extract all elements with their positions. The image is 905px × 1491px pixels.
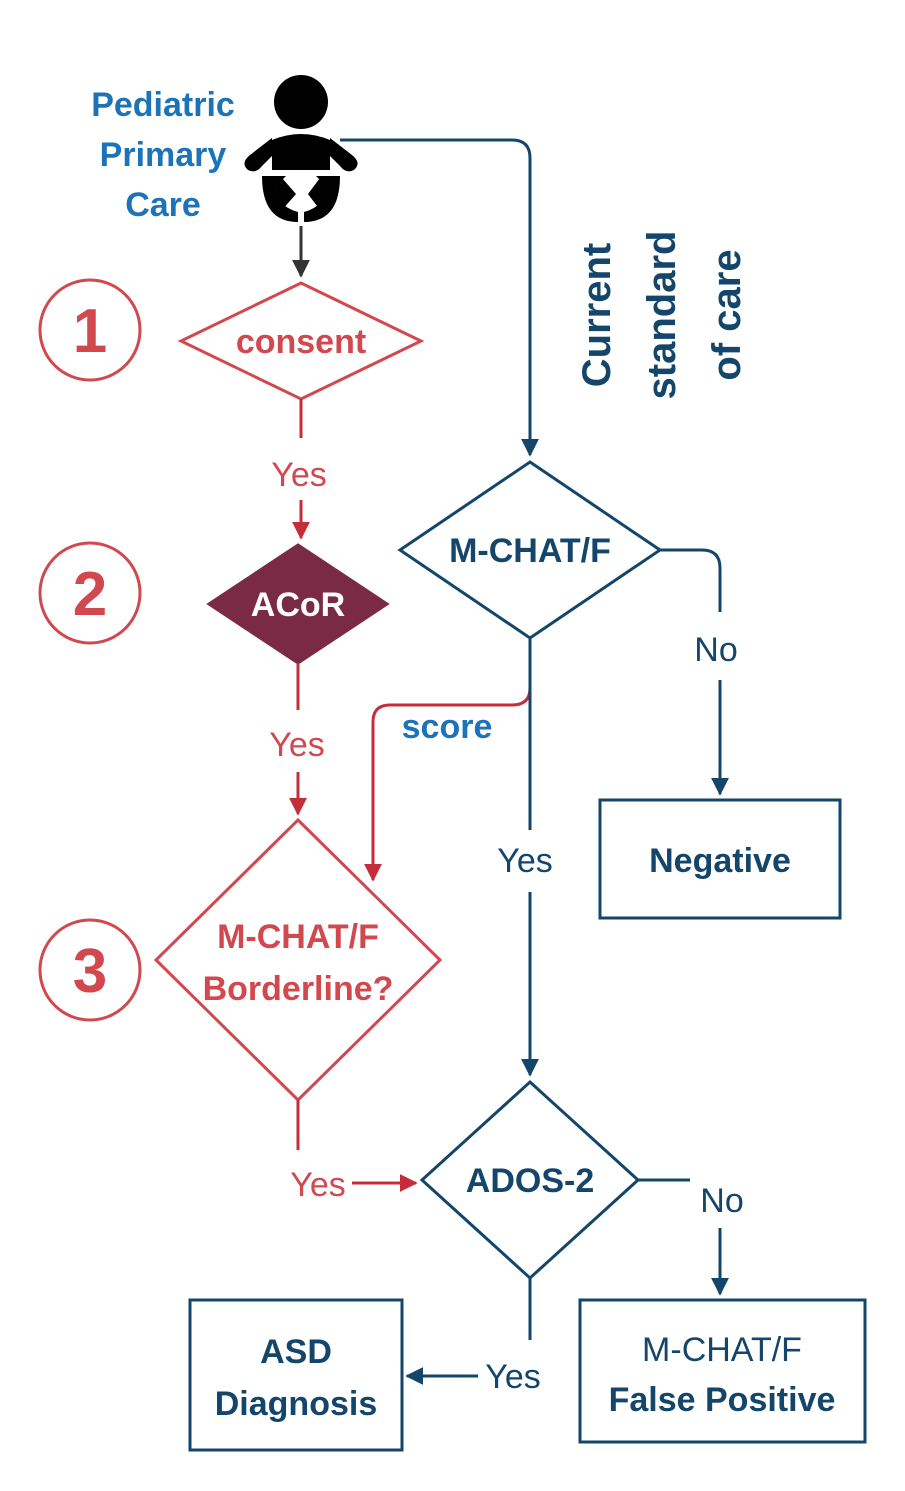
asd-box	[188, 1298, 404, 1452]
step-3-number: 3	[73, 937, 107, 1006]
step-1-number: 1	[73, 297, 107, 366]
edge-consent-yes-label: Yes	[271, 456, 326, 494]
source-label-line1: Pediatric	[91, 86, 235, 124]
ados-label: ADOS-2	[466, 1162, 594, 1200]
false-positive-line1: M-CHAT/F	[642, 1331, 802, 1369]
negative-box	[598, 798, 842, 920]
standard-label-line2: standard	[640, 231, 684, 400]
borderline-label-line2: Borderline?	[203, 970, 394, 1008]
negative-label: Negative	[649, 842, 791, 880]
edge-mchat-yes-label: Yes	[497, 842, 552, 880]
asd-label-line2: Diagnosis	[215, 1385, 377, 1423]
standard-label-line3: of care	[705, 249, 749, 380]
edge-score-label: score	[402, 708, 493, 746]
step-2-badge: 2	[38, 541, 142, 645]
edge-mchat-no-label: No	[694, 631, 737, 669]
step-2-number: 2	[73, 560, 107, 629]
edge-ados-no-label: No	[700, 1182, 743, 1220]
false-positive-line2: False Positive	[609, 1381, 836, 1419]
edge-baby-mchat	[340, 138, 539, 457]
source-label-line2: Primary	[100, 136, 227, 174]
edge-mchat-no-line-a	[660, 548, 722, 612]
borderline-label-line1: M-CHAT/F	[217, 918, 379, 956]
mchat-label: M-CHAT/F	[449, 532, 611, 570]
edge-acor-yes-label: Yes	[269, 726, 324, 764]
consent-label: consent	[236, 323, 366, 361]
source-label-line3: Care	[125, 186, 201, 224]
borderline-diamond	[153, 817, 443, 1103]
asd-label-line1: ASD	[260, 1333, 332, 1371]
acor-label: ACoR	[251, 586, 345, 624]
edge-ados-yes-label: Yes	[485, 1358, 540, 1396]
edge-borderline-yes-label: Yes	[290, 1166, 345, 1204]
standard-label-line1: Current	[575, 243, 619, 387]
step-3-badge: 3	[38, 918, 142, 1022]
false-positive-box	[578, 1298, 867, 1444]
step-1-badge: 1	[38, 278, 142, 382]
baby-icon	[244, 75, 358, 222]
